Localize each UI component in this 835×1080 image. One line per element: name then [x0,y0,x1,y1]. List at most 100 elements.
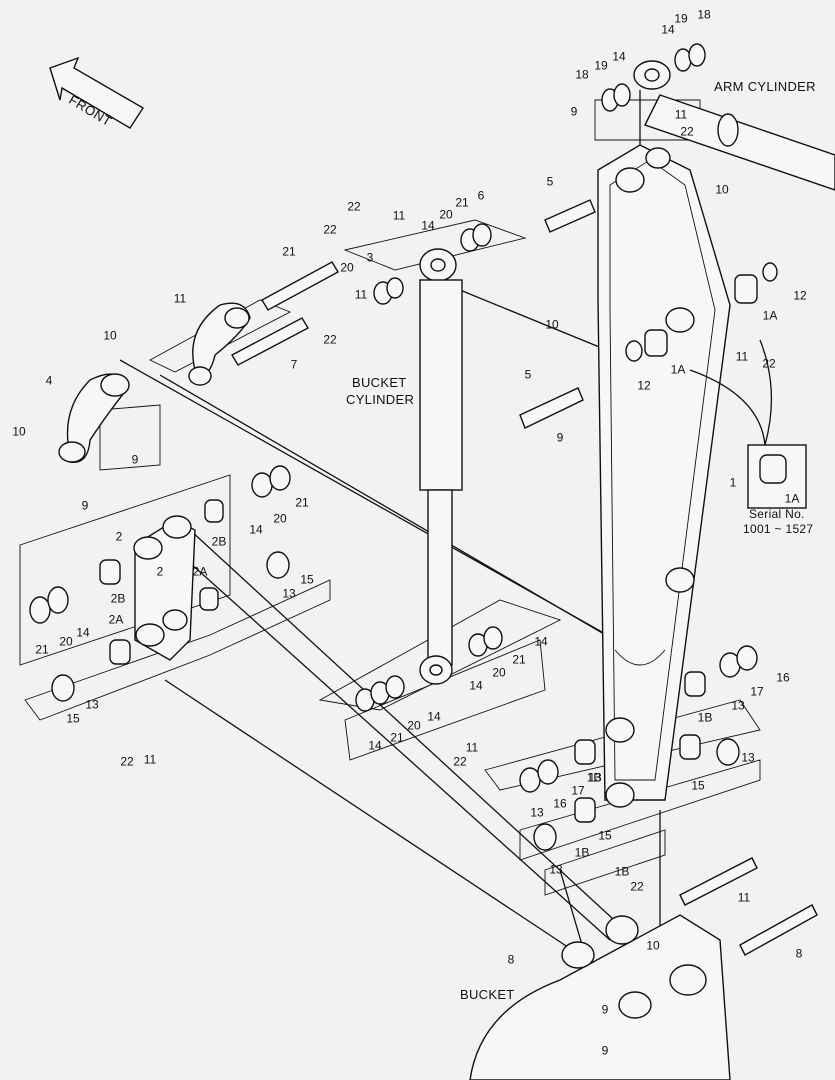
callout-number: 9 [556,430,564,445]
serial-range: 1001 ~ 1527 [743,522,814,536]
callout-number: 21 [295,495,309,510]
callout-number: 11 [173,291,187,306]
bucket-label: BUCKET [460,987,515,1002]
callout-number: 22 [120,754,134,769]
callout-number: 16 [776,670,790,685]
callout-number: 11 [392,208,406,223]
callout-number: 9 [81,498,89,513]
callout-number: 12 [637,378,651,393]
callout-number: 15 [598,828,612,843]
callout-number: 1B [574,845,590,860]
arm-cylinder-label: ARM CYLINDER [714,79,816,94]
callout-number: 9 [131,452,139,467]
callout-number: 5 [524,367,532,382]
bushings [99,274,758,823]
callout-number: 11 [737,890,751,905]
callout-number: 10 [545,317,559,332]
callout-number: 21 [282,244,296,259]
callout-number: 2 [115,529,123,544]
callout-number: 9 [601,1002,609,1017]
callout-number: 20 [59,634,73,649]
callout-number: 14 [421,218,435,233]
callout-number: 3 [366,250,374,265]
callout-number: 2 [156,564,164,579]
bucket-cylinder [419,248,463,685]
callout-number: 18 [575,67,589,82]
callout-number: 20 [407,718,421,733]
callout-number: 15 [300,572,314,587]
callout-number: 1 [729,475,737,490]
callout-number: 21 [35,642,49,657]
callout-number: 13 [741,750,755,765]
callout-number: 10 [715,182,729,197]
callout-number: 17 [571,783,585,798]
callout-number: 11 [735,349,749,364]
callout-number: 10 [646,938,660,953]
pins [231,199,818,956]
arm-cylinder [633,60,835,191]
callout-number: 6 [477,188,485,203]
callout-number: 14 [368,738,382,753]
callout-number: 1B [586,770,602,785]
callout-number: 16 [553,796,567,811]
callout-number: 14 [427,709,441,724]
callout-number: 1A [670,362,686,377]
callout-number: 22 [680,124,694,139]
bucket-cylinder-label-line1: BUCKET [352,375,407,390]
callout-number: 4 [45,373,53,388]
callout-number: 2B [110,591,126,606]
callout-number: 14 [534,634,548,649]
callout-number: 8 [795,946,803,961]
callout-number: 22 [453,754,467,769]
callout-number: 14 [612,49,626,64]
callout-number: 13 [530,805,544,820]
callout-number: 13 [588,770,602,785]
callout-number: 20 [273,511,287,526]
callout-number: 21 [512,652,526,667]
callout-number: 13 [282,586,296,601]
callout-number: 8 [507,952,515,967]
front-arrow-icon [49,56,144,129]
callout-number: 11 [354,287,368,302]
link-4 [58,373,130,464]
callout-number: 2B [211,534,227,549]
callout-number: 2A [192,564,208,579]
callout-number: 14 [249,522,263,537]
callout-number: 21 [390,730,404,745]
arm-body [597,144,731,808]
callout-number: 15 [691,778,705,793]
link-3 [188,302,251,386]
callout-number: 1B [614,864,630,879]
callout-number: 20 [492,665,506,680]
callout-number: 9 [601,1043,609,1058]
callout-number: 11 [465,740,479,755]
callout-number: 13 [85,697,99,712]
callout-number: 13 [549,862,563,877]
callout-number: 14 [76,625,90,640]
serial-box [689,339,807,509]
callout-number: 20 [439,207,453,222]
callout-number: 14 [469,678,483,693]
rings [29,43,778,851]
callout-number: 10 [12,424,26,439]
callout-number: 22 [762,356,776,371]
callout-number: 22 [347,199,361,214]
callout-number: 17 [750,684,764,699]
callout-number: 9 [570,104,578,119]
callout-number: 11 [143,752,157,767]
serial-label: Serial No. [749,507,805,521]
callout-number: 19 [674,11,688,26]
callout-number: 22 [630,879,644,894]
callout-number: 1A [762,308,778,323]
callout-number: 21 [455,195,469,210]
callout-number: 14 [661,22,675,37]
bucket [469,914,731,1080]
callout-number: 10 [103,328,117,343]
callout-number: 22 [323,222,337,237]
callout-number: 18 [697,7,711,22]
callout-number: 22 [323,332,337,347]
callout-number: 7 [290,357,298,372]
callout-number: 19 [594,58,608,73]
